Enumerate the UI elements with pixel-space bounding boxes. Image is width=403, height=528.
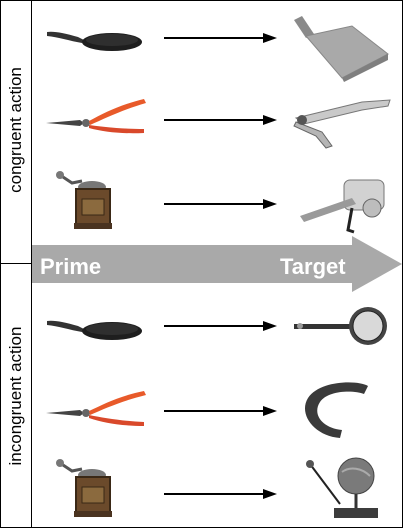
label-column-divider bbox=[31, 0, 32, 528]
pliers-icon bbox=[46, 99, 146, 134]
incongruent-action-label: incongruent action bbox=[6, 326, 25, 466]
group-divider bbox=[0, 263, 32, 264]
frying-pan-icon bbox=[47, 320, 142, 340]
row-arrow bbox=[164, 33, 277, 43]
globe-icon bbox=[306, 457, 378, 518]
dustpan-icon bbox=[294, 16, 389, 82]
rotary-grater-icon bbox=[300, 179, 385, 234]
nutcracker-icon bbox=[293, 99, 391, 149]
row-arrow bbox=[164, 406, 277, 416]
row-arrow bbox=[164, 321, 277, 331]
row-arrow bbox=[164, 489, 277, 499]
row-arrow bbox=[164, 199, 277, 209]
frying-pan-icon bbox=[47, 31, 142, 51]
row-arrow bbox=[164, 115, 277, 125]
prime-label: Prime bbox=[40, 254, 102, 279]
congruent-action-label: congruent action bbox=[6, 67, 25, 193]
pliers-icon bbox=[46, 391, 146, 426]
target-label: Target bbox=[280, 254, 346, 279]
prime-target-band-arrow bbox=[32, 236, 402, 292]
coffee-grinder-icon bbox=[56, 171, 112, 229]
horseshoe-icon bbox=[304, 382, 368, 438]
coffee-grinder-icon bbox=[56, 459, 112, 517]
banjo-icon bbox=[294, 307, 387, 345]
